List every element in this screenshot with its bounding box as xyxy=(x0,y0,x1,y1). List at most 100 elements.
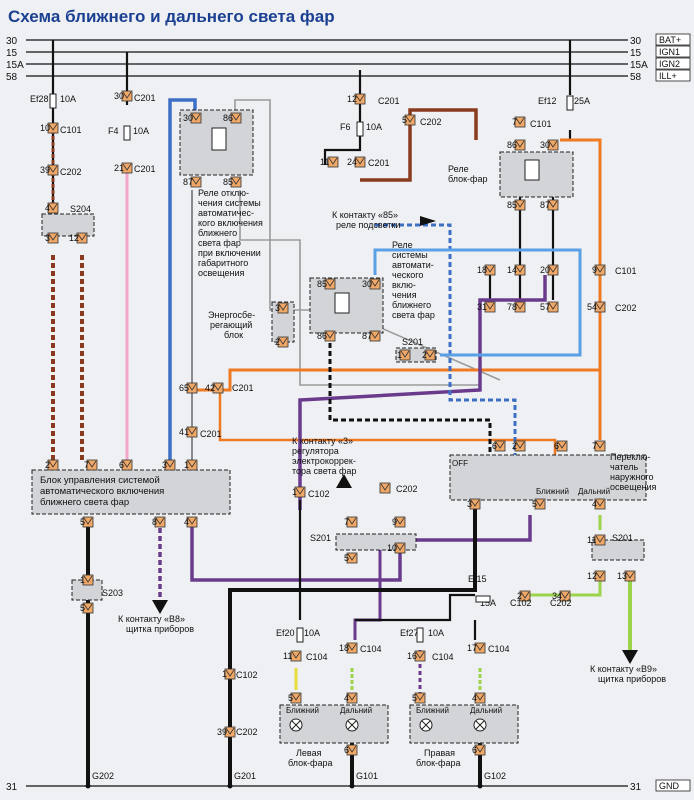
svg-text:C202: C202 xyxy=(615,303,637,313)
connector-pin-5: 5 xyxy=(402,114,416,126)
connector-pin-6: 6 xyxy=(492,440,506,452)
svg-text:39: 39 xyxy=(217,727,227,737)
connector-pin-39: 39 xyxy=(217,726,236,738)
svg-text:30: 30 xyxy=(362,279,372,289)
connector-pin-21: 21 xyxy=(114,162,133,174)
fuse-f4-name: F4 xyxy=(108,126,119,136)
fuse-ef20-rating: 10A xyxy=(304,628,320,638)
connector-pin-4: 4 xyxy=(472,692,486,704)
svg-text:85: 85 xyxy=(317,279,327,289)
svg-text:1: 1 xyxy=(184,460,189,470)
connector-pin-14: 14 xyxy=(507,264,526,276)
connector-pin-6: 6 xyxy=(472,744,486,756)
connector-pin-7: 7 xyxy=(344,516,358,528)
svg-text:9: 9 xyxy=(592,265,597,275)
svg-text:C201: C201 xyxy=(368,158,390,168)
control-unit-box xyxy=(31,469,231,515)
connector-pin-3: 3 xyxy=(45,232,59,244)
svg-text:39: 39 xyxy=(40,165,50,175)
connector-pin-30: 30 xyxy=(114,90,133,102)
svg-text:20: 20 xyxy=(540,265,550,275)
arrows xyxy=(152,216,638,664)
svg-text:C104: C104 xyxy=(306,652,328,662)
svg-text:1: 1 xyxy=(292,487,297,497)
bus-num-31: 31 xyxy=(6,782,18,793)
svg-text:4: 4 xyxy=(592,499,597,509)
svg-text:S201: S201 xyxy=(310,533,331,543)
svg-text:12: 12 xyxy=(587,571,597,581)
svg-text:C202: C202 xyxy=(60,167,82,177)
svg-text:C201: C201 xyxy=(232,383,254,393)
svg-text:C201: C201 xyxy=(134,164,156,174)
svg-text:C102: C102 xyxy=(510,598,532,608)
ground-labels: G202 G201 G101 G102 xyxy=(92,771,506,781)
connector-pin-2: 2 xyxy=(45,459,59,471)
relay-2-coil xyxy=(334,292,350,314)
svg-text:C104: C104 xyxy=(432,652,454,662)
ground-markers xyxy=(85,783,483,789)
connector-pin-4: 4 xyxy=(344,692,358,704)
svg-text:10: 10 xyxy=(40,123,50,133)
connector-pin-54: 54 xyxy=(587,301,606,313)
svg-text:S201: S201 xyxy=(402,337,423,347)
connector-pin-42: 42 xyxy=(205,382,224,394)
svg-text:85: 85 xyxy=(507,200,517,210)
svg-text:9: 9 xyxy=(392,517,397,527)
ground-g201: G201 xyxy=(234,771,256,781)
fuse-ef27-rating: 10A xyxy=(428,628,444,638)
svg-text:C101: C101 xyxy=(60,125,82,135)
connector-pin-86: 86 xyxy=(317,330,336,342)
fuse-ef28-rating: 10A xyxy=(60,94,76,104)
svg-text:1: 1 xyxy=(222,669,227,679)
connector-pin-6: 6 xyxy=(344,744,358,756)
connector-pin-16: 16 xyxy=(407,650,426,662)
connector-pin-7: 7 xyxy=(592,440,606,452)
switch-near-label: Ближний xyxy=(536,487,569,496)
bus-num-58-right: 58 xyxy=(630,72,642,83)
svg-text:34: 34 xyxy=(552,591,562,601)
connector-pin-2: 2 xyxy=(517,590,531,602)
connector-pin-12: 12 xyxy=(69,232,88,244)
svg-text:78: 78 xyxy=(507,302,517,312)
svg-text:6: 6 xyxy=(554,441,559,451)
fuse-f4-rating: 10A xyxy=(133,126,149,136)
connector-pin-86: 86 xyxy=(507,139,526,151)
svg-text:5: 5 xyxy=(412,693,417,703)
svg-text:C202: C202 xyxy=(236,727,258,737)
svg-text:6: 6 xyxy=(344,745,349,755)
connector-pin-30: 30 xyxy=(540,139,559,151)
bus-label-ill: ILL+ xyxy=(659,71,677,81)
svg-text:11: 11 xyxy=(283,651,292,661)
fuse-labels: Ef28 10A F4 10A F6 10A Ef12 25A Ef15 15A… xyxy=(30,94,590,638)
svg-text:C202: C202 xyxy=(420,117,442,127)
svg-text:21: 21 xyxy=(114,163,124,173)
connector-pin-8: 8 xyxy=(152,516,166,528)
connector-pin-65: 65 xyxy=(179,382,198,394)
svg-text:42: 42 xyxy=(205,383,215,393)
relay-1-coil xyxy=(211,127,227,151)
svg-text:5: 5 xyxy=(402,115,407,125)
bus-num-58: 58 xyxy=(6,72,18,83)
svg-text:2: 2 xyxy=(275,337,280,347)
svg-text:54: 54 xyxy=(587,302,597,312)
bus-num-31-right: 31 xyxy=(630,782,642,793)
connector-pin-3: 3 xyxy=(467,498,481,510)
connector-pin-2: 2 xyxy=(275,336,289,348)
svg-text:86: 86 xyxy=(223,113,233,123)
diagram-title: Схема ближнего и дальнего света фар xyxy=(8,7,335,26)
connector-pin-17: 17 xyxy=(467,642,486,654)
connector-pin-1: 1 xyxy=(397,349,411,361)
left-lamp-near-label: Ближний xyxy=(286,706,319,715)
contact-b9-label: К контакту «B9»щитка приборов xyxy=(590,664,666,684)
svg-text:41: 41 xyxy=(179,427,189,437)
connector-pin-6: 6 xyxy=(119,459,133,471)
bus-label-bat: BAT+ xyxy=(659,35,681,45)
svg-text:87: 87 xyxy=(362,331,372,341)
connector-pin-1: 1 xyxy=(80,574,94,586)
ground-g101: G101 xyxy=(356,771,378,781)
relay-3-coil xyxy=(524,159,540,181)
connector-pin-87: 87 xyxy=(183,176,202,188)
connector-pin-41: 41 xyxy=(179,426,198,438)
